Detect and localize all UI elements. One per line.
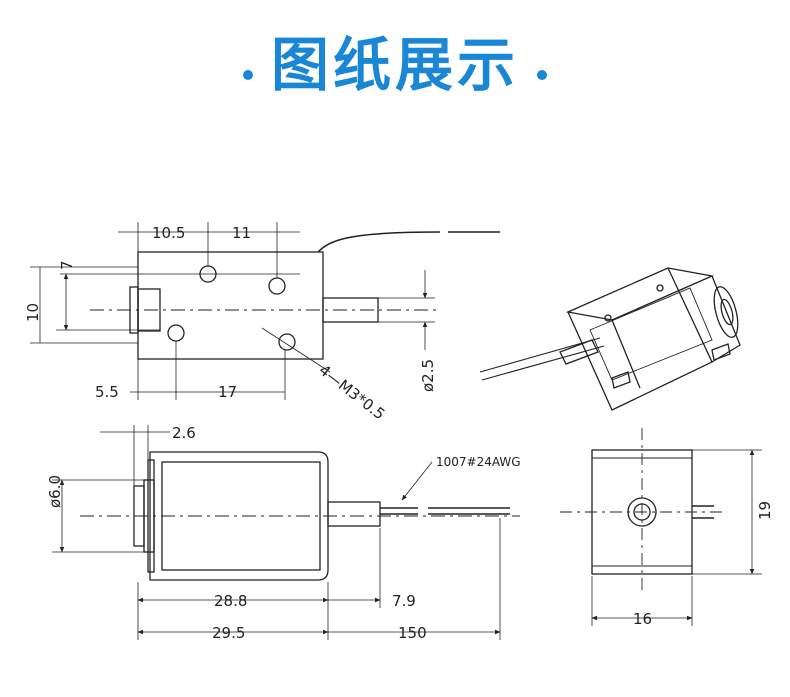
dim-label: 10 — [24, 303, 42, 322]
mount-hole-4 — [278, 333, 296, 351]
wire-spec-label: 1007#24AWG — [436, 455, 521, 469]
mount-hole-3 — [167, 324, 185, 342]
dim-label: ø2.5 — [419, 359, 437, 392]
dim-label: 7.9 — [392, 592, 416, 610]
dim-label: 19 — [756, 501, 774, 520]
left-dot-icon — [242, 69, 253, 80]
top-view — [30, 222, 500, 400]
dim-label: 150 — [398, 624, 427, 642]
side-view-shaft — [327, 501, 381, 527]
end-view-labels: 19 16 — [633, 501, 774, 628]
top-view-labels: 10.5 11 7 10 5.5 17 4—M3*0.5 ø2.5 — [24, 224, 437, 423]
mount-hole-2 — [268, 277, 286, 295]
top-view-wire — [317, 231, 441, 253]
page-title: 图纸展示 — [270, 31, 519, 99]
header: 图纸展示 — [0, 18, 790, 102]
dim-label: 4—M3*0.5 — [316, 361, 389, 423]
side-view-frame — [149, 451, 329, 581]
dim-label: 2.6 — [172, 424, 196, 442]
dim-label: 7 — [58, 260, 76, 270]
top-view-shaft — [322, 297, 379, 323]
dim-label: 11 — [232, 224, 251, 242]
end-view — [560, 428, 762, 626]
dim-label: 28.8 — [214, 592, 247, 610]
isometric-view — [479, 267, 741, 411]
dim-label: 17 — [218, 383, 237, 401]
side-view — [52, 425, 520, 640]
dim-label: 29.5 — [212, 624, 245, 642]
dim-label: 5.5 — [95, 383, 119, 401]
right-dot-icon — [537, 69, 547, 80]
dim-label: 10.5 — [152, 224, 185, 242]
dim-label: 16 — [633, 610, 652, 628]
dim-label: ø6.0 — [46, 475, 64, 508]
side-view-labels: ø6.0 2.6 1007#24AWG 28.8 7.9 29.5 150 — [46, 424, 521, 642]
